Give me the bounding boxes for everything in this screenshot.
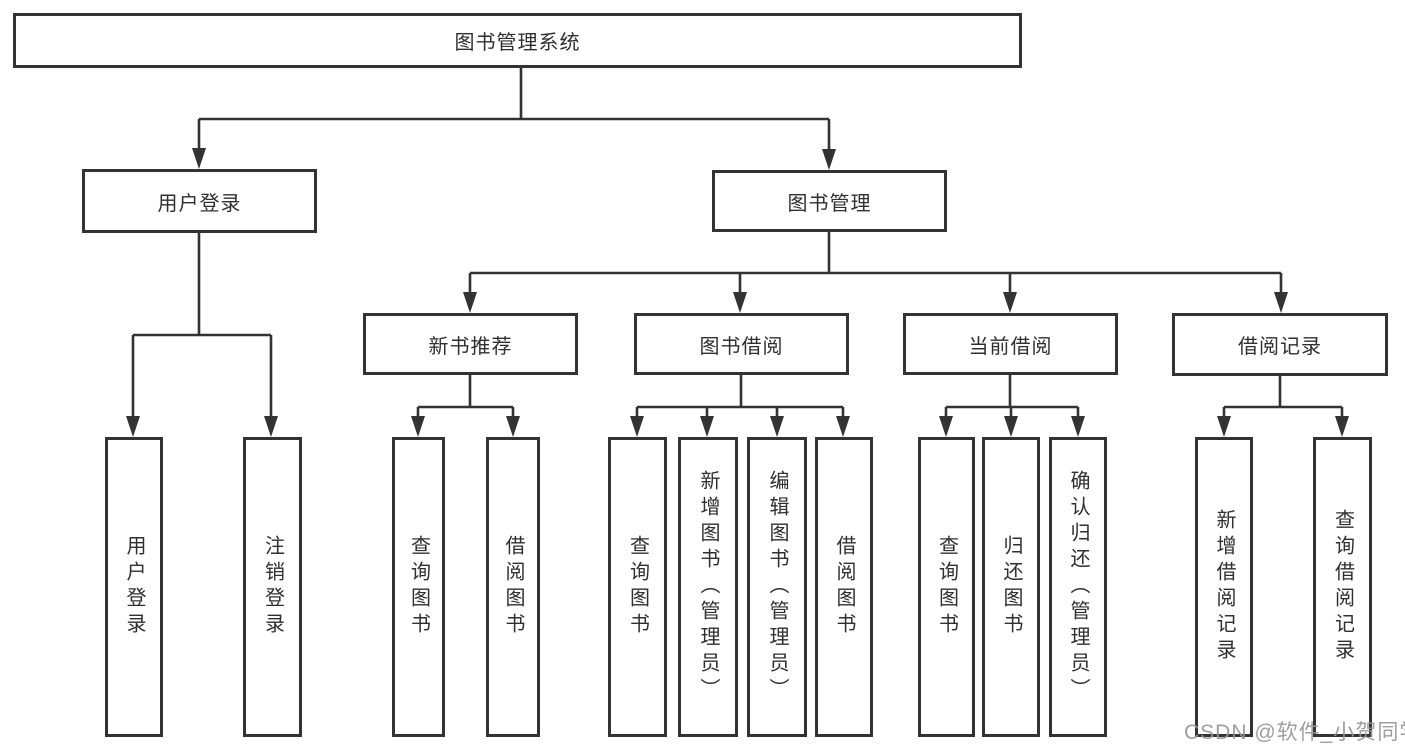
- leaf-add-borrow-record-label: 新增借阅记录: [1213, 509, 1235, 665]
- leaf-edit-book-admin-label: 编辑图书（管理员）: [766, 470, 788, 704]
- node-user-login-label: 用户登录: [157, 192, 242, 215]
- node-current-borrow: 当前借阅: [903, 313, 1118, 375]
- leaf-user-login: 用户登录: [105, 437, 163, 737]
- leaf-user-login-label: 用户登录: [123, 535, 145, 639]
- leaf-logout: 注销登录: [243, 437, 302, 737]
- leaf-query-books-current-label: 查询图书: [935, 535, 958, 639]
- node-book-management-label: 图书管理: [787, 192, 872, 215]
- leaf-query-books-recommend: 查询图书: [392, 437, 445, 737]
- leaf-borrow-books: 借阅图书: [815, 437, 873, 737]
- leaf-query-borrow-record: 查询借阅记录: [1313, 437, 1372, 737]
- node-user-login: 用户登录: [82, 169, 317, 233]
- node-borrow-records-label: 借阅记录: [1238, 336, 1322, 358]
- leaf-logout-label: 注销登录: [261, 535, 284, 639]
- leaf-query-books-borrow-label: 查询图书: [626, 535, 649, 639]
- leaf-query-books-recommend-label: 查询图书: [407, 535, 430, 639]
- node-borrow-records: 借阅记录: [1172, 313, 1388, 376]
- node-new-book-recommend-label: 新书推荐: [428, 335, 513, 358]
- leaf-add-book-admin: 新增图书（管理员）: [678, 437, 738, 737]
- node-book-borrow: 图书借阅: [634, 313, 849, 375]
- leaf-return-books: 归还图书: [982, 437, 1040, 737]
- leaf-borrow-books-recommend: 借阅图书: [486, 437, 540, 737]
- leaf-confirm-return-admin-label: 确认归还（管理员）: [1067, 470, 1089, 704]
- leaf-query-borrow-record-label: 查询借阅记录: [1331, 509, 1354, 665]
- leaf-borrow-books-label: 借阅图书: [833, 535, 855, 639]
- leaf-query-books-borrow: 查询图书: [608, 437, 667, 737]
- watermark: CSDN @软件_小贺同学: [1184, 721, 1405, 744]
- node-book-management: 图书管理: [712, 170, 947, 232]
- node-new-book-recommend: 新书推荐: [363, 313, 578, 375]
- node-current-borrow-label: 当前借阅: [968, 335, 1053, 358]
- node-root: 图书管理系统: [13, 13, 1022, 68]
- node-book-borrow-label: 图书借阅: [699, 335, 784, 358]
- leaf-add-borrow-record: 新增借阅记录: [1195, 437, 1253, 737]
- leaf-confirm-return-admin: 确认归还（管理员）: [1049, 437, 1107, 737]
- leaf-query-books-current: 查询图书: [918, 437, 975, 737]
- leaf-borrow-books-recommend-label: 借阅图书: [502, 535, 524, 639]
- leaf-return-books-label: 归还图书: [1000, 535, 1022, 639]
- leaf-add-book-admin-label: 新增图书（管理员）: [697, 470, 719, 704]
- node-root-label: 图书管理系统: [454, 32, 581, 54]
- leaf-edit-book-admin: 编辑图书（管理员）: [747, 437, 807, 737]
